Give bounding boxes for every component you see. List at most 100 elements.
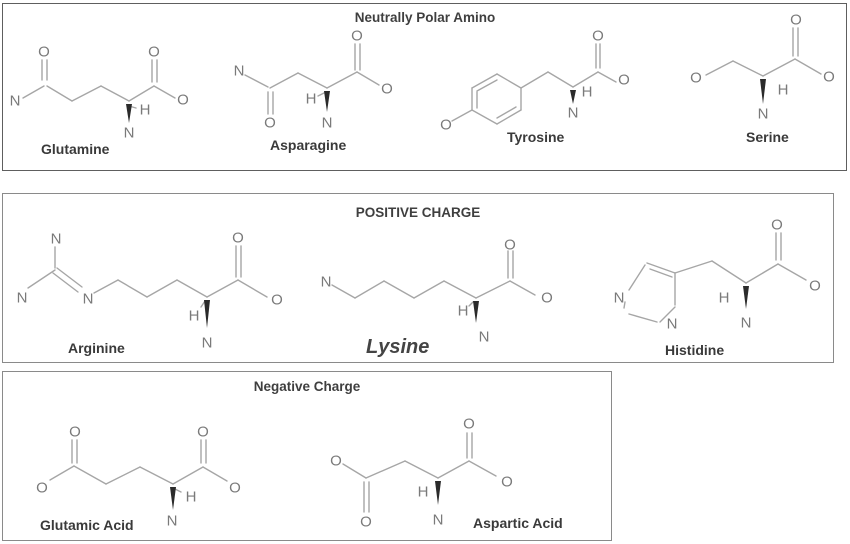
arginine-atom: N xyxy=(51,231,62,248)
asparagine-atom: O xyxy=(264,115,276,132)
bond-line xyxy=(705,60,734,76)
asparagine-atom: N xyxy=(234,63,245,80)
negative-charge-panel xyxy=(2,371,612,541)
asparagine-atom: O xyxy=(381,81,393,98)
bond-line xyxy=(496,73,522,89)
bond-line xyxy=(22,85,45,99)
bond-line xyxy=(777,263,807,281)
lysine-atom: N xyxy=(321,274,332,291)
bond-line xyxy=(105,466,141,485)
bond-line xyxy=(139,466,174,485)
tyrosine-atom: O xyxy=(440,117,452,134)
histidine-atom: N xyxy=(741,315,752,332)
bond-line xyxy=(354,280,385,299)
wedge-bond xyxy=(435,481,441,505)
bond-line xyxy=(176,279,208,298)
aspartic-acid-atom: O xyxy=(463,416,475,433)
wedge-bond xyxy=(760,79,766,104)
bond-line xyxy=(646,262,676,274)
lysine-atom: O xyxy=(541,290,553,307)
arginine-atom: O xyxy=(271,292,283,309)
glutamic-acid-atom: O xyxy=(36,480,48,497)
histidine-atom: O xyxy=(771,217,783,234)
bond-line xyxy=(117,279,148,298)
bond-line xyxy=(509,280,536,296)
lysine-atom: H xyxy=(458,303,469,320)
arginine-label: Arginine xyxy=(68,340,125,356)
histidine-atom: N xyxy=(667,316,678,333)
bond-line xyxy=(468,301,474,307)
wedge-bond xyxy=(473,301,479,323)
bond-line xyxy=(649,268,673,278)
lysine-atom: N xyxy=(479,329,490,346)
bond-line xyxy=(100,85,130,102)
arginine-atom: H xyxy=(189,308,200,325)
neutral-polar-panel xyxy=(2,3,847,171)
bond-line xyxy=(468,460,497,477)
aspartic-acid-atom: H xyxy=(418,484,429,501)
bond-line xyxy=(674,260,713,274)
glutamine-atom: N xyxy=(124,125,135,142)
tyrosine-atom: H xyxy=(582,84,593,101)
tyrosine-atom: O xyxy=(592,28,604,45)
bond-line xyxy=(443,280,477,299)
bond-line xyxy=(172,466,204,485)
bond-line xyxy=(237,279,268,298)
bond-line xyxy=(451,109,473,122)
aspartic-acid-label: Aspartic Acid xyxy=(473,515,563,531)
bond-line xyxy=(153,85,176,99)
bond-line xyxy=(745,263,779,284)
aspartic-acid-atom: O xyxy=(330,453,342,470)
glutamic-acid-atom: N xyxy=(167,513,178,530)
bond-line xyxy=(628,264,646,291)
bond-line xyxy=(365,460,406,479)
aspartic-acid-atom: O xyxy=(360,514,372,531)
tyrosine-atom: N xyxy=(568,105,579,122)
bond-line xyxy=(475,280,511,299)
histidine-label: Histidine xyxy=(665,342,725,358)
arginine-atom: N xyxy=(202,335,213,352)
wedge-bond xyxy=(743,286,749,309)
bond-line xyxy=(404,460,439,479)
asparagine-label: Asparagine xyxy=(270,137,347,153)
positive-charge-title: POSITIVE CHARGE xyxy=(355,205,481,220)
wedge-bond xyxy=(126,104,132,123)
tyrosine-atom: O xyxy=(618,72,630,89)
glutamine-atom: O xyxy=(38,44,50,61)
bond-line xyxy=(342,463,367,479)
bond-line xyxy=(146,279,178,298)
histidine-atom: O xyxy=(809,278,821,295)
bond-line xyxy=(128,85,155,102)
glutamic-acid-atom: H xyxy=(186,489,197,506)
bond-line xyxy=(93,279,119,294)
tyrosine-label: Tyrosine xyxy=(507,129,565,145)
asparagine-atom: H xyxy=(306,91,317,108)
asparagine-atom: N xyxy=(322,115,333,132)
wedge-bond xyxy=(570,90,576,104)
serine-atom: H xyxy=(778,82,789,99)
glutamine-atom: O xyxy=(177,92,189,109)
bond-line xyxy=(732,60,764,77)
wedge-bond xyxy=(324,91,330,112)
wedge-bond xyxy=(170,487,176,510)
bond-line xyxy=(244,74,269,88)
bond-line xyxy=(471,109,498,125)
bond-line xyxy=(331,284,356,299)
bond-line xyxy=(206,279,239,298)
glutamic-acid-atom: O xyxy=(69,424,81,441)
arginine-atom: O xyxy=(232,230,244,247)
arginine-atom: N xyxy=(83,291,94,308)
bond-line xyxy=(659,306,676,323)
neutral-polar-title: Neutrally Polar Amino xyxy=(354,10,496,25)
bond-line xyxy=(326,71,358,89)
serine-label: Serine xyxy=(746,129,789,145)
serine-atom: O xyxy=(790,12,802,29)
bond-line xyxy=(73,465,107,485)
bond-line xyxy=(623,301,626,309)
negative-charge-title: Negative Charge xyxy=(253,379,361,394)
